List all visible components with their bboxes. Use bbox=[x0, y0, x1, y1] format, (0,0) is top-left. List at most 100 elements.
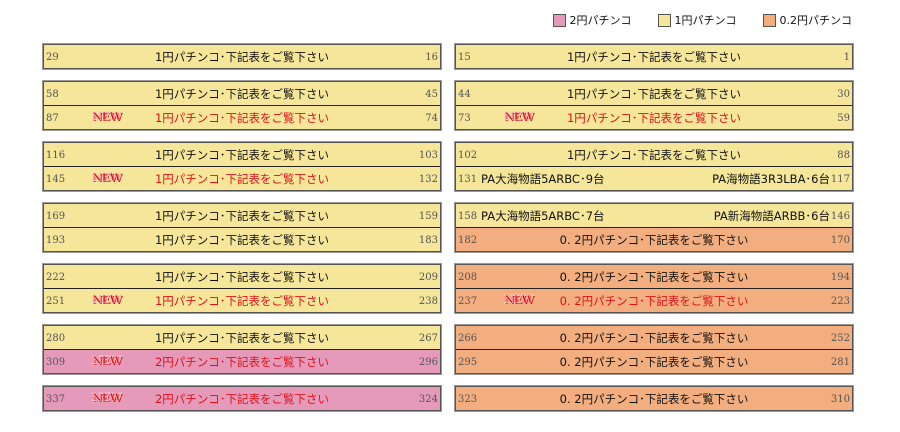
new-badge: NEW bbox=[92, 171, 122, 184]
start-number: 102 bbox=[458, 150, 478, 161]
start-number: 208 bbox=[458, 272, 478, 283]
end-number: 238 bbox=[418, 296, 438, 307]
row-text[interactable]: 1円パチンコ･下記表をご覧下さい bbox=[154, 172, 330, 186]
row-text[interactable]: 1円パチンコ･下記表をご覧下さい bbox=[154, 87, 330, 101]
end-number: 146 bbox=[830, 211, 850, 222]
row-text[interactable]: 1円パチンコ･下記表をご覧下さい bbox=[154, 148, 330, 162]
machine-name-left[interactable]: PA大海物語5ARBC･7台 bbox=[481, 209, 605, 223]
end-number: 324 bbox=[418, 394, 438, 405]
row-text[interactable]: 1円パチンコ･下記表をご覧下さい bbox=[566, 148, 742, 162]
legend-label: 0.2円パチンコ bbox=[779, 14, 853, 27]
row-text[interactable]: 1円パチンコ･下記表をご覧下さい bbox=[154, 294, 330, 308]
row-text[interactable]: 1円パチンコ･下記表をご覧下さい bbox=[566, 50, 742, 64]
machine-row[interactable]: 15 1円パチンコ･下記表をご覧下さい 1 bbox=[456, 45, 852, 68]
row-text[interactable]: 1円パチンコ･下記表をご覧下さい bbox=[566, 87, 742, 101]
legend: 2円パチンコ 1円パチンコ 0.2円パチンコ bbox=[552, 12, 853, 28]
legend-item: 0.2円パチンコ bbox=[762, 12, 853, 28]
start-number: 251 bbox=[46, 296, 66, 307]
start-number: 182 bbox=[458, 235, 478, 246]
end-number: 30 bbox=[837, 89, 850, 100]
row-text[interactable]: 0. 2円パチンコ･下記表をご覧下さい bbox=[559, 294, 749, 308]
start-number: 295 bbox=[458, 357, 478, 368]
end-number: 252 bbox=[830, 333, 850, 344]
machine-row[interactable]: 182 0. 2円パチンコ･下記表をご覧下さい 170 bbox=[456, 227, 852, 251]
row-text[interactable]: 0. 2円パチンコ･下記表をご覧下さい bbox=[559, 355, 749, 369]
machine-row[interactable]: 44 1円パチンコ･下記表をご覧下さい 30 bbox=[456, 82, 852, 105]
row-text[interactable]: 1円パチンコ･下記表をご覧下さい bbox=[154, 270, 330, 284]
end-number: 16 bbox=[425, 52, 438, 63]
legend-swatch bbox=[552, 13, 566, 27]
machine-row[interactable]: 295 0. 2円パチンコ･下記表をご覧下さい 281 bbox=[456, 349, 852, 373]
legend-swatch bbox=[762, 13, 776, 27]
row-text[interactable]: 1円パチンコ･下記表をご覧下さい bbox=[154, 331, 330, 345]
end-number: 1 bbox=[843, 52, 850, 63]
machine-name-left[interactable]: PA大海物語5ARBC･9台 bbox=[481, 172, 605, 186]
row-text[interactable]: 0. 2円パチンコ･下記表をご覧下さい bbox=[559, 233, 749, 247]
machine-row[interactable]: 193 1円パチンコ･下記表をご覧下さい 183 bbox=[44, 227, 440, 251]
machine-row[interactable]: 251 NEW 1円パチンコ･下記表をご覧下さい 238 bbox=[44, 288, 440, 312]
start-number: 15 bbox=[458, 52, 471, 63]
row-text[interactable]: 0. 2円パチンコ･下記表をご覧下さい bbox=[559, 270, 749, 284]
row-text[interactable]: 1円パチンコ･下記表をご覧下さい bbox=[566, 111, 742, 125]
row-text[interactable]: 1円パチンコ･下記表をご覧下さい bbox=[154, 233, 330, 247]
row-text[interactable]: 1円パチンコ･下記表をご覧下さい bbox=[154, 50, 330, 64]
start-number: 131 bbox=[458, 174, 478, 185]
legend-label: 2円パチンコ bbox=[569, 14, 632, 27]
row-text[interactable]: 1円パチンコ･下記表をご覧下さい bbox=[154, 209, 330, 223]
end-number: 183 bbox=[418, 235, 438, 246]
end-number: 209 bbox=[418, 272, 438, 283]
row-text[interactable]: 0. 2円パチンコ･下記表をご覧下さい bbox=[559, 331, 749, 345]
new-badge: NEW bbox=[92, 293, 122, 306]
row-text[interactable]: 2円パチンコ･下記表をご覧下さい bbox=[154, 355, 330, 369]
end-number: 59 bbox=[837, 113, 850, 124]
machine-name-right[interactable]: PA海物語3R3LBA･6台 bbox=[712, 172, 830, 186]
end-number: 88 bbox=[837, 150, 850, 161]
legend-label: 1円パチンコ bbox=[674, 14, 737, 27]
row-text[interactable]: 0. 2円パチンコ･下記表をご覧下さい bbox=[559, 392, 749, 406]
new-badge: NEW bbox=[92, 110, 122, 123]
start-number: 44 bbox=[458, 89, 471, 100]
end-number: 281 bbox=[830, 357, 850, 368]
start-number: 193 bbox=[46, 235, 66, 246]
new-badge: NEW bbox=[504, 293, 534, 306]
start-number: 337 bbox=[46, 394, 66, 405]
start-number: 58 bbox=[46, 89, 59, 100]
start-number: 116 bbox=[46, 150, 66, 161]
machine-row[interactable]: 102 1円パチンコ･下記表をご覧下さい 88 bbox=[456, 143, 852, 166]
end-number: 267 bbox=[418, 333, 438, 344]
legend-item: 1円パチンコ bbox=[657, 12, 737, 28]
start-number: 309 bbox=[46, 357, 66, 368]
new-badge: NEW bbox=[92, 354, 122, 367]
row-text[interactable]: 2円パチンコ･下記表をご覧下さい bbox=[154, 392, 330, 406]
end-number: 170 bbox=[830, 235, 850, 246]
row-text[interactable]: 1円パチンコ･下記表をご覧下さい bbox=[154, 111, 330, 125]
machine-name-right[interactable]: PA新海物語ARBB･6台 bbox=[713, 209, 830, 223]
